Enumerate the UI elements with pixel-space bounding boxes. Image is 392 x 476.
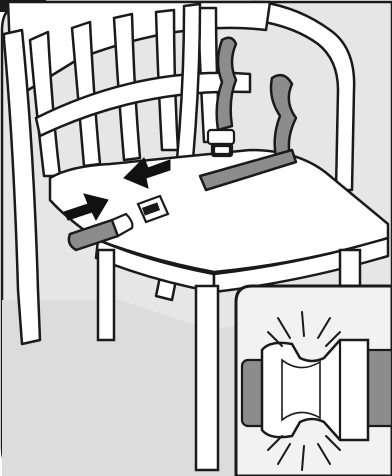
chair-leg-front-left	[196, 286, 218, 470]
inset-buckle-inner	[282, 360, 320, 420]
inset-closeup	[236, 286, 392, 476]
inset-strap-right	[366, 350, 392, 426]
buckle-upper	[208, 130, 234, 156]
chair-leg-back-left	[98, 250, 114, 340]
